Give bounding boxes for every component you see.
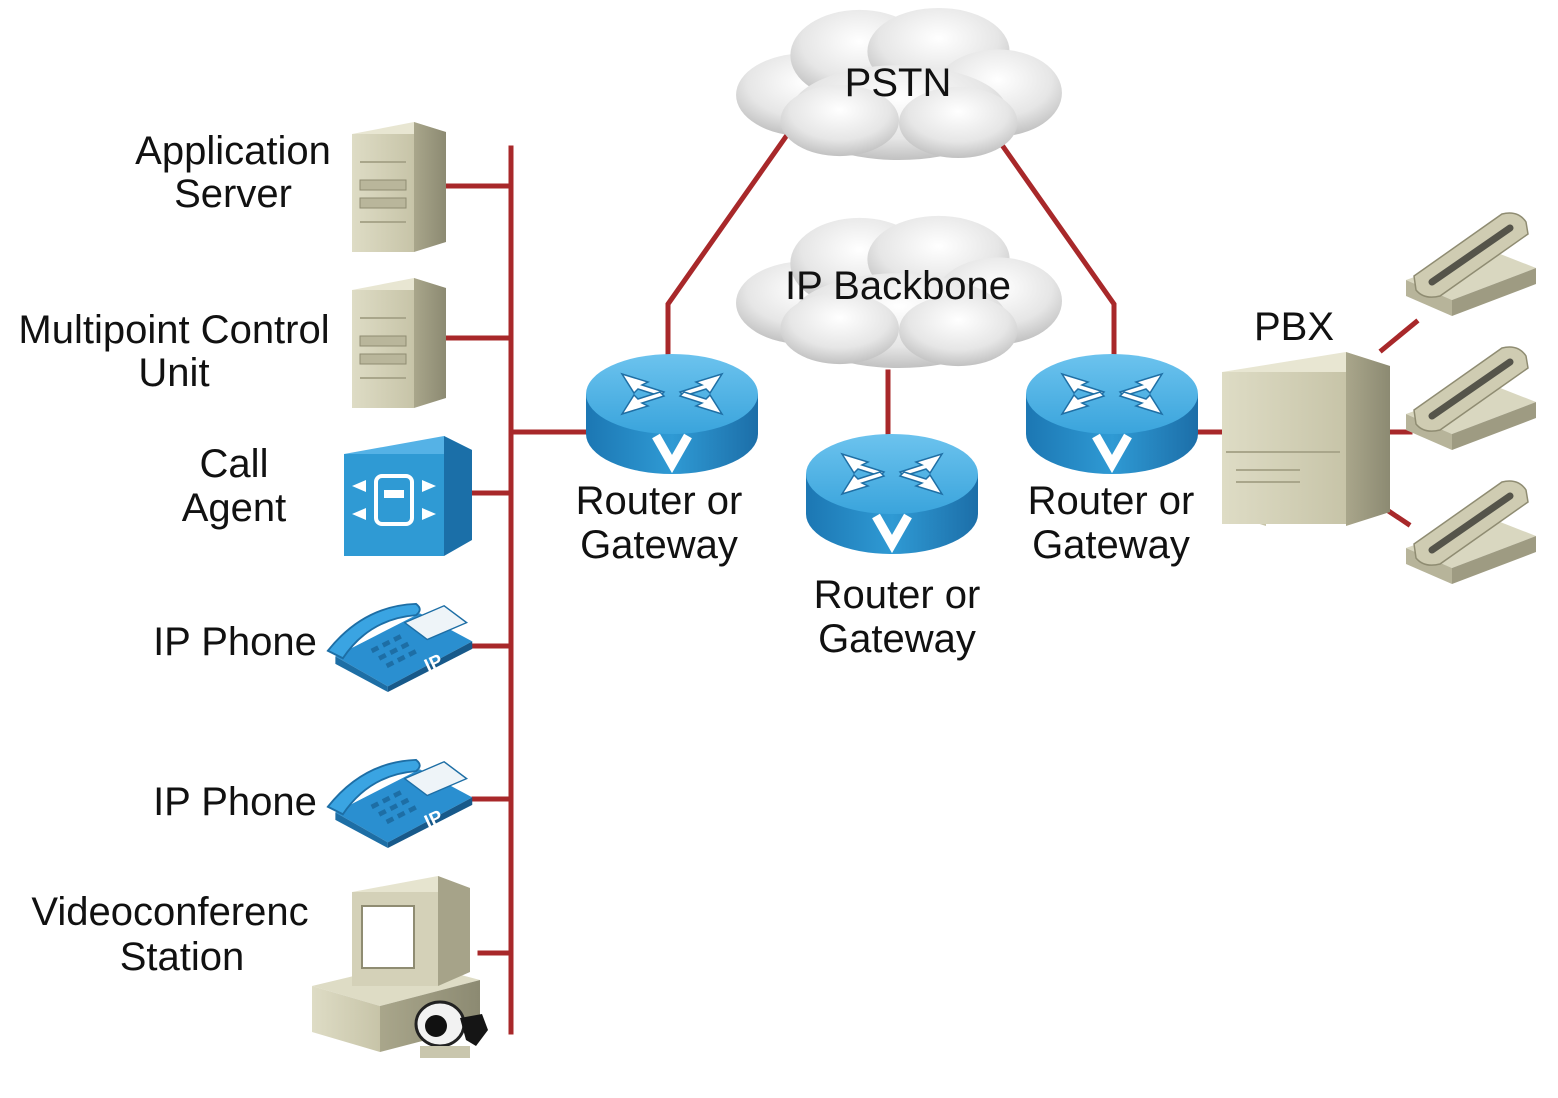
link-pbx-phone-1 (1378, 318, 1420, 354)
center-router-label-line2: Gateway (818, 617, 976, 661)
left-router-label-line1: Router or (576, 479, 743, 523)
call-agent-icon (344, 436, 472, 556)
center-router: Router or Gateway (806, 434, 980, 661)
ip-phone-2: IP Phone (153, 758, 474, 849)
video-workstation-icon (312, 876, 488, 1058)
video-station-label-line1: Videoconferenc (31, 890, 308, 934)
call-agent-label-line1: Call (200, 442, 269, 486)
left-router-label-line2: Gateway (580, 523, 738, 567)
analog-phone-icon (1406, 347, 1536, 450)
right-router-label-line1: Router or (1028, 479, 1195, 523)
video-station-label-line2: Station (120, 935, 245, 979)
voice-router-icon (586, 354, 758, 474)
center-router-label-line1: Router or (814, 573, 981, 617)
right-router-label-line2: Gateway (1032, 523, 1190, 567)
analog-phone-icon (1406, 213, 1536, 316)
ip-phone-1: IP Phone (153, 602, 474, 693)
call-agent: Call Agent (182, 436, 472, 556)
ip-phone-1-label: IP Phone (153, 620, 317, 664)
videoconference-station: Videoconferenc Station (31, 876, 488, 1058)
pbx-label: PBX (1254, 305, 1334, 349)
left-router: Router or Gateway (576, 354, 758, 567)
multipoint-control-unit: Multipoint Control Unit (18, 278, 446, 408)
pbx-icon (1222, 352, 1390, 526)
ip-phone-icon (326, 602, 474, 693)
ip-backbone-label: IP Backbone (785, 264, 1011, 308)
application-server: Application Server (135, 122, 446, 252)
app-server-label-line2: Server (174, 172, 292, 216)
pbx: PBX (1222, 305, 1390, 526)
ip-backbone-cloud: IP Backbone (736, 215, 1062, 369)
analog-phone-icon (1406, 481, 1536, 584)
pstn-cloud: PSTN (736, 7, 1062, 161)
server-tower-icon (352, 278, 446, 408)
pbx-handsets (1406, 213, 1536, 584)
voice-router-icon (806, 434, 978, 554)
pstn-label: PSTN (845, 61, 952, 105)
mcu-label-line1: Multipoint Control (18, 308, 329, 352)
network-links (443, 124, 1420, 1035)
link-pbx-phone-3 (1386, 508, 1412, 528)
app-server-label-line1: Application (135, 129, 331, 173)
ip-phone-icon (326, 758, 474, 849)
link-right-router-pstn (986, 124, 1117, 359)
call-agent-label-line2: Agent (182, 486, 287, 530)
link-left-router-pstn (665, 124, 796, 359)
server-tower-icon (352, 122, 446, 252)
ip-phone-2-label: IP Phone (153, 780, 317, 824)
right-router: Router or Gateway (1026, 354, 1198, 567)
mcu-label-line2: Unit (138, 351, 209, 395)
voice-router-icon (1026, 354, 1198, 474)
